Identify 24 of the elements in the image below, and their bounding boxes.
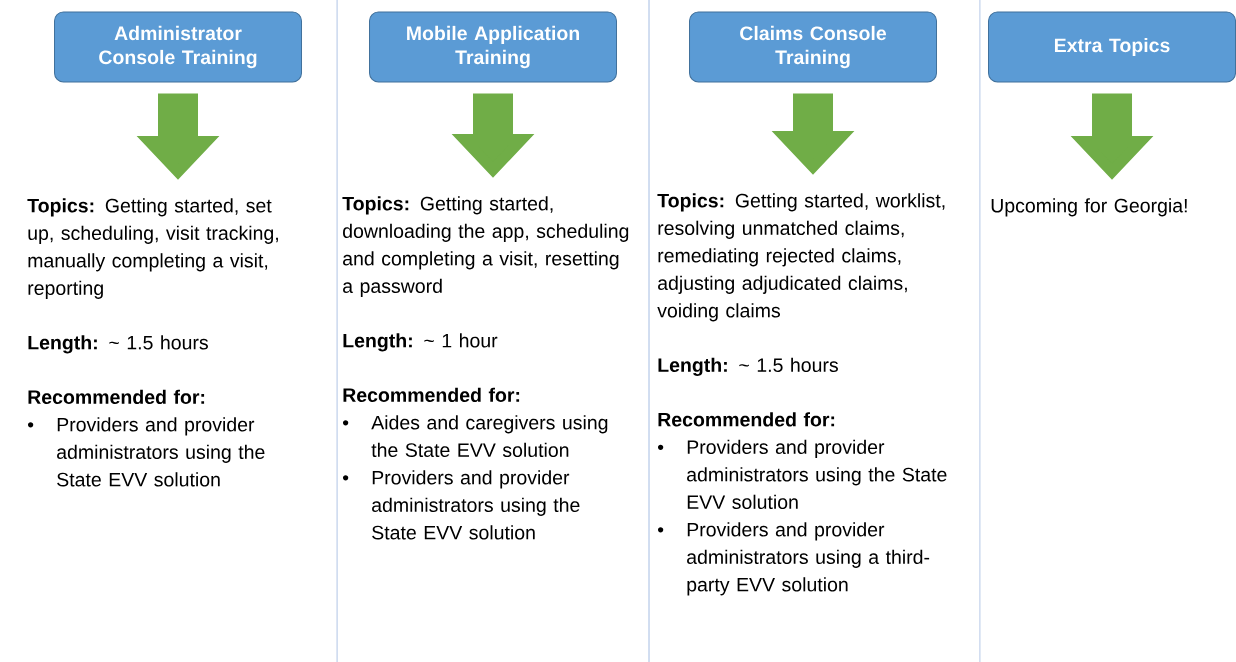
title-box: Administrator Console Training: [54, 11, 302, 83]
title-box: Extra Topics: [988, 11, 1236, 83]
bullet-text: Providers and provider administrators using a third-party EVV solution: [687, 522, 930, 596]
title-box: Claims Console Training: [689, 11, 937, 83]
bullet-text: Providers and provider administrators using the State EVV solution: [372, 470, 580, 540]
bullet-text: Aides and caregivers using the State EVV solution: [371, 415, 608, 457]
body-text: Topics: Getting started, set up, scheduling, visit tracking, manually completing a visit, reporting: [27, 198, 278, 299]
heading-text: Recommended for:: [28, 389, 205, 404]
bullet: •: [343, 420, 349, 426]
heading-text: Recommended for:: [658, 412, 835, 427]
bullet: •: [343, 475, 349, 481]
bullet-text: Providers and provider administrators using the State EVV solution: [687, 439, 947, 509]
heading-text: Recommended for:: [343, 387, 520, 402]
bullet: •: [658, 527, 664, 533]
bullet: •: [658, 444, 664, 450]
bullet: •: [27, 422, 34, 428]
body-text: Topics: Getting started, worklist, resolving unmatched claims, remediating rejected claims, adjusting adjudicated claims, voiding claims: [657, 193, 945, 322]
title-box: Mobile Application Training: [369, 11, 617, 83]
bullet-text: Providers and provider administrators using the State EVV solution: [57, 417, 265, 487]
body-text: Topics: Getting started, downloading the app, scheduling and completing a visit, resetting a password: [342, 196, 629, 297]
body-text: Length: ~ 1.5 hours: [658, 357, 838, 376]
body-text: Length: ~ 1 hour: [343, 333, 498, 352]
body-text: Upcoming for Georgia!: [991, 198, 1187, 217]
body-text: Length: ~ 1.5 hours: [28, 335, 208, 354]
